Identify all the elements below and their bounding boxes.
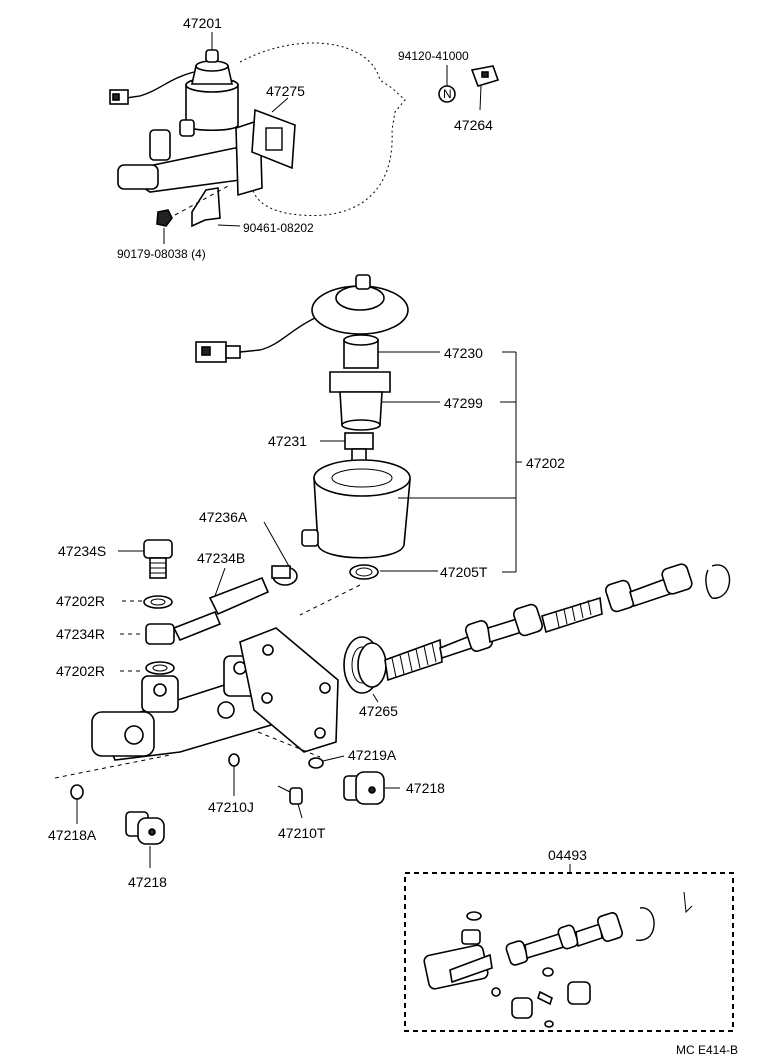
hose-47234B [208, 576, 270, 616]
clamp-47236A [271, 565, 298, 586]
nut-47231 [344, 432, 374, 464]
kit-04493-box [404, 864, 734, 1032]
bleeder-47210T [277, 785, 303, 819]
label-47234B: 47234B [197, 550, 245, 566]
piston-assembly [384, 563, 693, 682]
bolt-47234S [143, 539, 173, 579]
label-47236A: 47236A [199, 509, 248, 525]
filter-47299 [329, 371, 391, 431]
label-47299: 47299 [444, 395, 483, 411]
diagram-code: MC E414-B [676, 1043, 738, 1057]
grommet-47205T [349, 564, 379, 580]
label-47219A: 47219A [348, 747, 397, 763]
label-47205T: 47205T [440, 564, 488, 580]
label-47234R: 47234R [56, 626, 105, 642]
label-94120-41000: 94120-41000 [398, 49, 469, 63]
master-cylinder-top-assembly [109, 49, 296, 228]
boot-47265 [343, 636, 387, 694]
label-47234S: 47234S [58, 543, 106, 559]
clip-47264 [470, 65, 500, 111]
plug-47218-right [343, 771, 400, 805]
label-04493: 04493 [548, 847, 587, 863]
reservoir-cap-assembly [195, 274, 409, 363]
snap-ring [705, 564, 731, 599]
label-47201: 47201 [183, 15, 222, 31]
bracket-47202 [398, 351, 522, 573]
gasket-47202R-top [143, 595, 173, 609]
ring-94120: N [438, 65, 456, 103]
ring-letter: N [443, 87, 452, 101]
label-47202R-bottom: 47202R [56, 663, 105, 679]
label-47231: 47231 [268, 433, 307, 449]
label-90461-08202: 90461-08202 [243, 221, 314, 235]
reservoir-tank [301, 459, 411, 559]
gasket-47218A [70, 784, 84, 824]
label-47210T: 47210T [278, 825, 326, 841]
label-47218-right: 47218 [406, 780, 445, 796]
washer-47210J [228, 753, 240, 796]
label-47202R-top: 47202R [56, 593, 105, 609]
label-47265: 47265 [359, 703, 398, 719]
union-47234R [145, 610, 222, 645]
float-47230 [343, 334, 379, 369]
plug-47218-left [125, 811, 165, 868]
part-labels: 47201 94120-41000 47275 47264 90461-0820… [48, 15, 738, 1057]
kit-parts [423, 891, 693, 1028]
master-cylinder-body [91, 627, 339, 761]
label-47264: 47264 [454, 117, 493, 133]
label-47275: 47275 [266, 83, 305, 99]
label-47230: 47230 [444, 345, 483, 361]
label-47202: 47202 [526, 455, 565, 471]
ring-47219A [308, 755, 345, 769]
gasket-47202R-bottom [145, 661, 175, 675]
label-47210J: 47210J [208, 799, 254, 815]
label-47218-left: 47218 [128, 874, 167, 890]
label-90179-08038: 90179-08038 (4) [117, 247, 206, 261]
label-47218A: 47218A [48, 827, 97, 843]
brake-booster-outline [239, 42, 406, 217]
